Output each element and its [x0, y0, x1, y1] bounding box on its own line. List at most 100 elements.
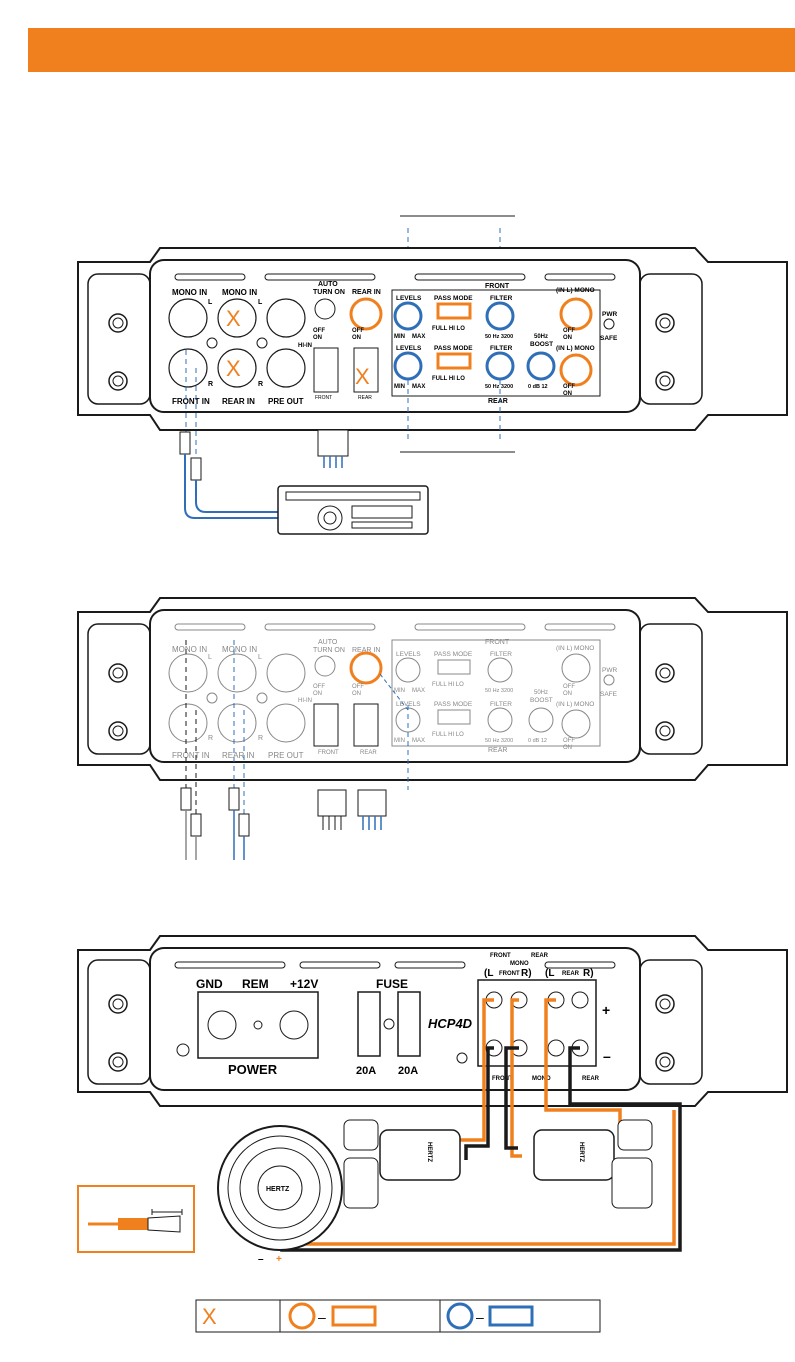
hi-in-rear-connector[interactable]	[353, 347, 379, 393]
svg-text:ON: ON	[563, 335, 572, 341]
svg-text:L: L	[208, 299, 213, 306]
rca-jack[interactable]	[168, 298, 208, 338]
svg-text:OFF: OFF	[352, 684, 364, 690]
svg-text:ON: ON	[352, 691, 361, 697]
front-pass-mode-switch[interactable]	[437, 659, 471, 675]
hi-in-front-connector[interactable]	[313, 703, 339, 747]
svg-text:SAFE: SAFE	[600, 691, 618, 698]
svg-text:ON: ON	[563, 691, 572, 697]
svg-text:MIN: MIN	[394, 334, 405, 340]
rear-pass-mode-switch[interactable]	[436, 352, 472, 370]
legend-blue-rect	[488, 1305, 534, 1327]
svg-text:OFF: OFF	[563, 738, 575, 744]
rear-in-label: REAR IN	[222, 397, 255, 406]
fuse-2[interactable]	[397, 991, 421, 1057]
svg-text:PRE OUT: PRE OUT	[268, 751, 304, 760]
svg-text:FRONT: FRONT	[485, 283, 510, 290]
fuse-1[interactable]	[357, 991, 381, 1057]
hi-in-front-connector[interactable]	[313, 347, 339, 393]
svg-text:MAX: MAX	[412, 688, 425, 694]
gnd-terminal[interactable]	[207, 1010, 237, 1040]
svg-text:0 dB 12: 0 dB 12	[528, 384, 548, 390]
svg-text:R: R	[258, 735, 263, 742]
svg-text:SAFE: SAFE	[600, 335, 618, 342]
svg-text:MONO IN: MONO IN	[172, 645, 207, 654]
rca-jack[interactable]	[217, 348, 257, 388]
svg-text:PASS MODE: PASS MODE	[434, 651, 473, 658]
hi-in-rear-connector[interactable]	[353, 703, 379, 747]
svg-text:OFF: OFF	[352, 328, 364, 334]
rca-jack[interactable]	[217, 703, 257, 743]
rca-jack[interactable]	[217, 298, 257, 338]
rear-in-switch[interactable]	[349, 651, 383, 685]
rca-jack[interactable]	[217, 653, 257, 693]
svg-text:20A: 20A	[398, 1065, 418, 1077]
svg-text:ON: ON	[313, 335, 322, 341]
rear-pass-mode-switch[interactable]	[437, 709, 471, 725]
svg-text:50 Hz 3200: 50 Hz 3200	[485, 384, 513, 390]
auto-turn-on-switch[interactable]	[314, 298, 336, 320]
bass-boost-knob[interactable]	[528, 707, 554, 733]
svg-text:REAR: REAR	[488, 747, 507, 754]
rear-mono-switch[interactable]	[559, 353, 593, 387]
front-mono-switch[interactable]	[559, 297, 593, 331]
rca-jack[interactable]	[168, 348, 208, 388]
bass-boost-knob[interactable]	[526, 351, 556, 381]
sub-brand-label: HERTZ	[266, 1186, 290, 1193]
svg-text:MAX: MAX	[412, 738, 425, 744]
svg-text:R): R)	[583, 968, 594, 979]
rear-levels-knob[interactable]	[393, 351, 423, 381]
rca-jack[interactable]	[168, 653, 208, 693]
front-levels-knob[interactable]	[393, 301, 423, 331]
svg-text:OFF: OFF	[563, 684, 575, 690]
svg-text:ON: ON	[563, 391, 572, 397]
svg-text:PASS MODE: PASS MODE	[434, 295, 473, 302]
svg-text:FRONT: FRONT	[492, 1076, 513, 1082]
rear-levels-knob[interactable]	[395, 707, 421, 733]
svg-text:REAR IN: REAR IN	[222, 751, 255, 760]
rear-right-plus-terminal[interactable]	[571, 991, 589, 1009]
svg-text:REAR IN: REAR IN	[352, 647, 380, 654]
svg-text:(L: (L	[545, 968, 554, 979]
amplifier-panel-config-2: MONO IN MONO IN L L R R FRONT IN REAR IN…	[77, 597, 788, 860]
front-mono-switch[interactable]	[561, 653, 591, 683]
rear-filter-knob[interactable]	[485, 351, 515, 381]
model-label: HCP4D	[428, 1016, 473, 1031]
rem-terminal[interactable]	[253, 1020, 263, 1030]
mono-in-label: MONO IN	[172, 288, 207, 297]
wire-strip-detail	[77, 1185, 195, 1253]
power-led	[603, 674, 615, 686]
svg-text:R): R)	[521, 968, 532, 979]
front-filter-knob[interactable]	[485, 301, 515, 331]
svg-text:HERTZ: HERTZ	[426, 1142, 432, 1162]
rca-jack[interactable]	[266, 348, 306, 388]
right-crossover: HERTZ	[533, 1129, 615, 1181]
rca-jack[interactable]	[266, 653, 306, 693]
svg-text:REAR: REAR	[582, 1076, 600, 1082]
rear-left-minus-terminal[interactable]	[547, 1039, 565, 1057]
rear-in-switch[interactable]	[349, 297, 383, 331]
plus-sign: +	[602, 1002, 610, 1018]
rear-mono-switch[interactable]	[561, 709, 591, 739]
front-filter-knob[interactable]	[487, 657, 513, 683]
rear-filter-knob[interactable]	[487, 707, 513, 733]
rca-jack[interactable]	[266, 703, 306, 743]
svg-text:FRONT: FRONT	[485, 639, 510, 646]
svg-text:REAR: REAR	[562, 971, 580, 977]
svg-text:ON: ON	[313, 691, 322, 697]
svg-text:20A: 20A	[356, 1065, 376, 1077]
plus12v-terminal[interactable]	[279, 1010, 309, 1040]
header-bar	[28, 28, 795, 72]
svg-text:FULL HI LO: FULL HI LO	[432, 326, 465, 332]
svg-text:FULL HI LO: FULL HI LO	[432, 376, 465, 382]
rca-jack[interactable]	[168, 703, 208, 743]
plus12v-label: +12V	[290, 977, 318, 991]
front-levels-knob[interactable]	[395, 657, 421, 683]
svg-text:AUTO: AUTO	[318, 639, 338, 646]
auto-turn-on-switch[interactable]	[314, 655, 336, 677]
svg-text:L: L	[258, 654, 262, 661]
rca-jack[interactable]	[266, 298, 306, 338]
front-pass-mode-switch[interactable]	[436, 302, 472, 320]
svg-text:PASS MODE: PASS MODE	[434, 345, 473, 352]
svg-text:FRONT IN: FRONT IN	[172, 751, 210, 760]
